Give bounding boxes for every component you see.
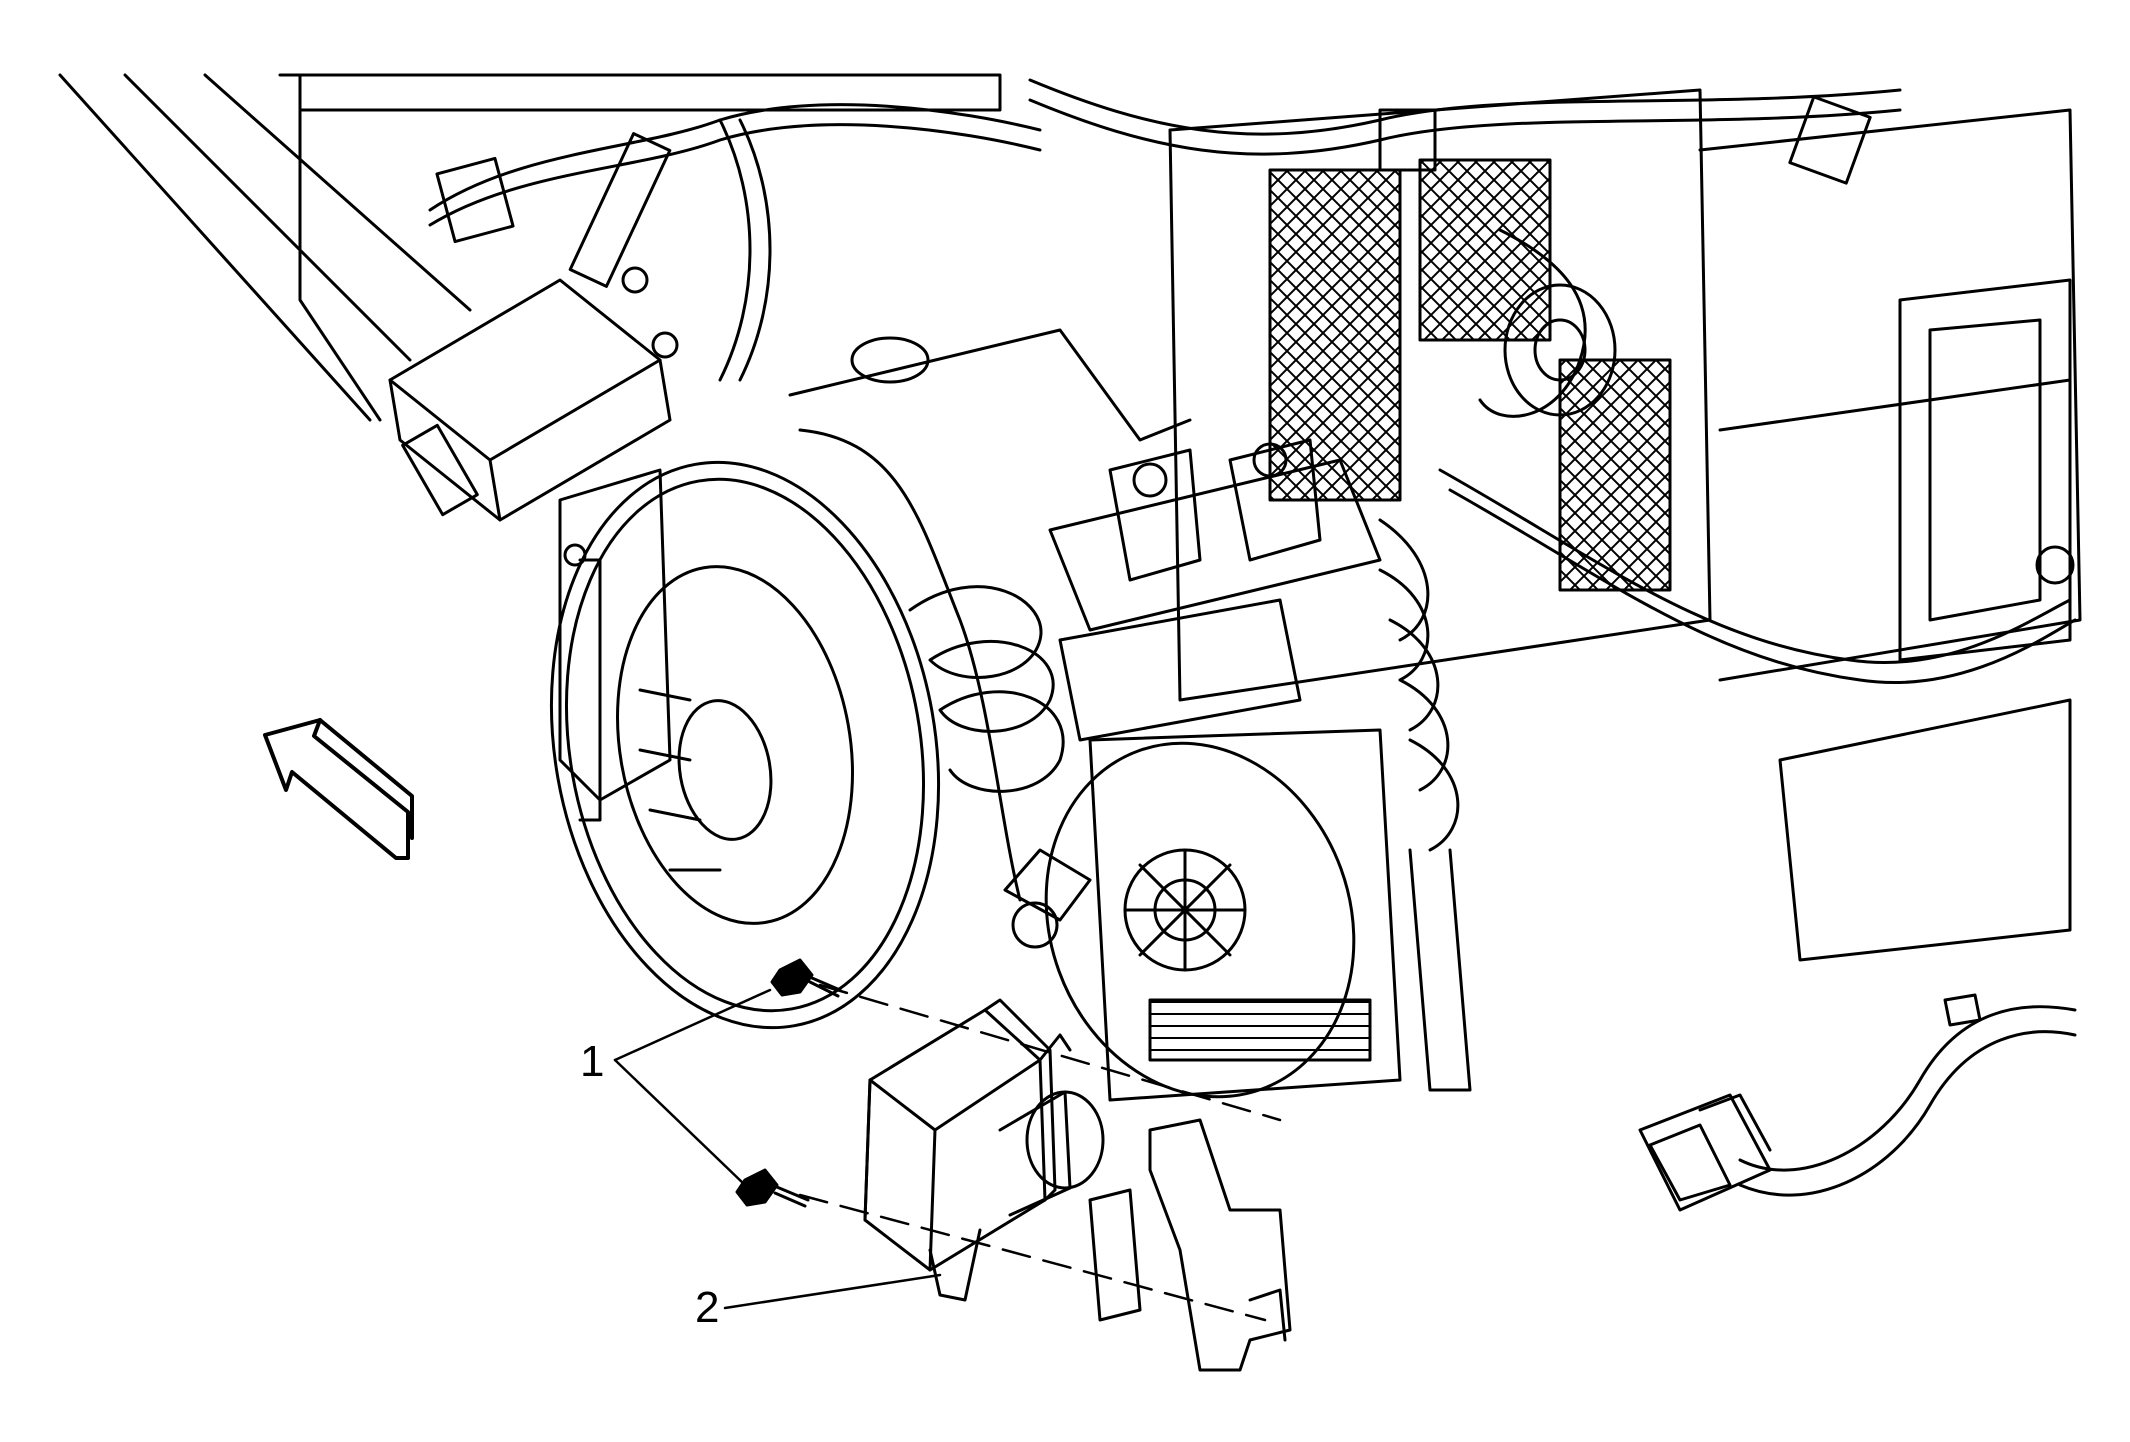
radiator-support [1168,88,1712,702]
callout-2: 2 [695,1283,719,1332]
bolt-icon [770,958,842,998]
bumper-beam [1698,108,2082,962]
upper-control-module [388,266,679,522]
cooling-fan [1044,728,1402,1102]
bolt-icon [735,1168,810,1208]
wiring-harness-upper [428,78,1902,382]
control-module [863,998,1105,1302]
brake-rotor [549,460,941,1030]
callout-1: 1 [580,1037,604,1086]
coil-spring [908,518,1472,1092]
alignment-lines [798,983,1282,1322]
wiring-harness-lower [1438,468,2077,1197]
frame-rail [58,73,1002,422]
control-arm [788,328,1192,949]
brake-caliper [558,468,672,802]
leader-lines [613,988,942,1310]
module-mounting-bracket [1088,1118,1292,1372]
connector-icon [1638,993,1982,1212]
direction-arrow-icon [263,718,414,860]
